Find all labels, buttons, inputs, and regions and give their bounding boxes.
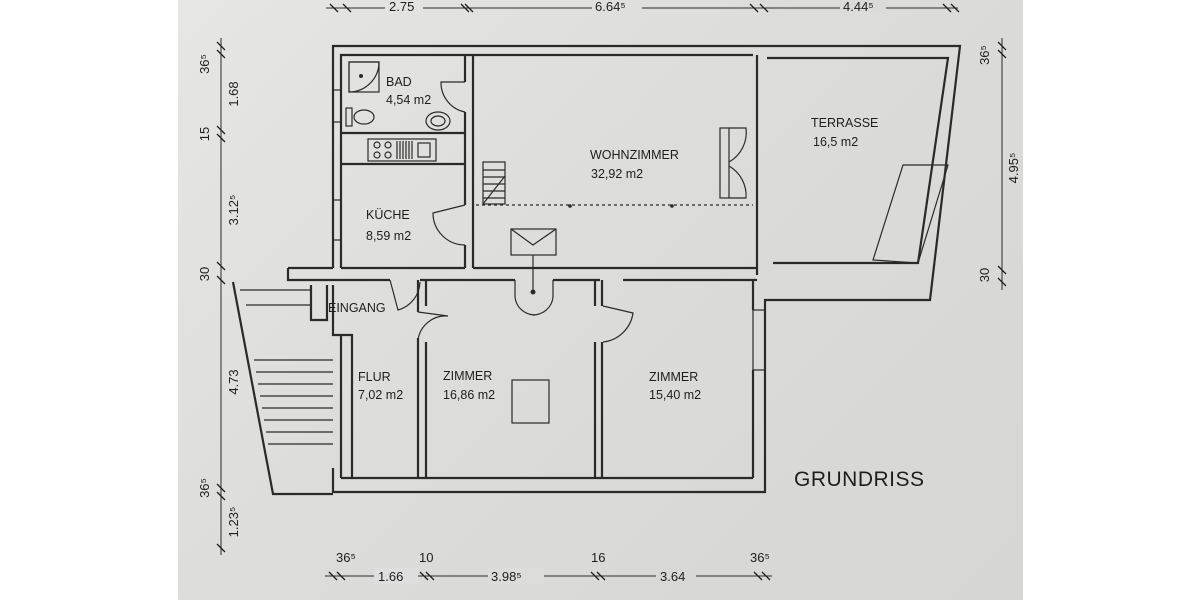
kitchen-counter-icon: [367, 138, 437, 162]
stair-upper-icon: [482, 161, 506, 205]
room-name-zimmer-1: ZIMMER: [443, 369, 492, 383]
shower-icon: [348, 61, 380, 93]
dim-top-3: 4.44⁵: [843, 0, 874, 14]
dim-right-3: 30: [977, 268, 992, 282]
entry-stairs-icon: [231, 281, 333, 496]
terrace-railing-icon: [872, 164, 949, 264]
dim-bottom-6: 3.64: [660, 569, 685, 584]
plan-title: GRUNDRISS: [794, 468, 925, 491]
doors: [389, 81, 747, 343]
dim-left-7: 36⁵: [197, 478, 212, 498]
room-terrasse: TERRASSE 16,5 m2: [811, 116, 878, 149]
dim-left-4: 3.12⁵: [226, 195, 241, 226]
dimension-line-left: 36⁵ 1.68 15 3.12⁵ 30 4.73 36⁵ 1.23⁵: [197, 38, 241, 555]
dim-left-6: 4.73: [226, 369, 241, 394]
dimension-line-right: 36⁵ 4.95⁵ 30: [977, 38, 1021, 290]
dim-left-2: 1.68: [226, 81, 241, 106]
room-zimmer-1: ZIMMER 16,86 m2: [443, 369, 495, 402]
room-name-zimmer-2: ZIMMER: [649, 370, 698, 384]
dim-right-2: 4.95⁵: [1006, 153, 1021, 184]
room-bad: BAD 4,54 m2: [386, 75, 431, 107]
room-area-zimmer-2: 15,40 m2: [649, 388, 701, 402]
room-area-flur: 7,02 m2: [358, 388, 403, 402]
room-flur: FLUR 7,02 m2: [358, 370, 403, 402]
room-area-zimmer-1: 16,86 m2: [443, 388, 495, 402]
room-area-terrasse: 16,5 m2: [813, 135, 858, 149]
dim-bottom-1: 36⁵: [336, 550, 356, 565]
dim-right-1: 36⁵: [977, 45, 992, 65]
room-name-eingang: EINGANG: [328, 301, 386, 315]
dim-top-2: 6.64⁵: [595, 0, 626, 14]
room-name-wohnzimmer: WOHNZIMMER: [590, 148, 679, 162]
dim-left-3: 15: [197, 127, 212, 141]
sink-icon: [425, 111, 451, 131]
dim-bottom-2: 1.66: [378, 569, 403, 584]
room-name-bad: BAD: [386, 75, 412, 89]
toilet-icon: [345, 107, 375, 127]
outer-walls: [286, 44, 962, 494]
room-area-wohnzimmer: 32,92 m2: [591, 167, 643, 181]
dimension-line-bottom: 36⁵ 1.66 10 3.98⁵ 16 3.64 36⁵: [325, 550, 772, 584]
room-wohnzimmer: WOHNZIMMER 32,92 m2: [590, 148, 679, 181]
dim-left-8: 1.23⁵: [226, 507, 241, 538]
windows: [332, 89, 766, 371]
room-area-bad: 4,54 m2: [386, 93, 431, 107]
room-name-kueche: KÜCHE: [366, 208, 410, 222]
room-name-terrasse: TERRASSE: [811, 116, 878, 130]
beam-line: [476, 204, 753, 208]
dim-left-1: 36⁵: [197, 54, 212, 74]
dim-bottom-5: 16: [591, 550, 605, 565]
room-kueche: KÜCHE 8,59 m2: [366, 208, 411, 243]
room-name-flur: FLUR: [358, 370, 391, 384]
stair-center-icon: [510, 228, 557, 295]
dim-left-5: 30: [197, 267, 212, 281]
dimension-line-top: 2.75 6.64⁵ 4.44⁵: [326, 0, 960, 14]
dim-top-1: 2.75: [389, 0, 414, 14]
skylight-icon: [511, 379, 550, 424]
dim-bottom-7: 36⁵: [750, 550, 770, 565]
dim-bottom-3: 10: [419, 550, 433, 565]
room-zimmer-2: ZIMMER 15,40 m2: [649, 370, 701, 402]
dim-bottom-4: 3.98⁵: [491, 569, 522, 584]
room-area-kueche: 8,59 m2: [366, 229, 411, 243]
room-eingang: EINGANG: [328, 301, 386, 315]
